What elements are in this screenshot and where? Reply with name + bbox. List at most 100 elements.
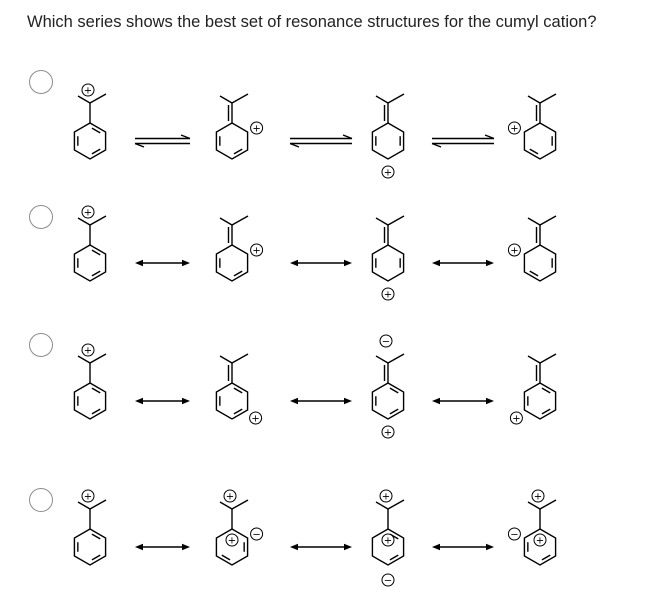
benzene-ring-bonds <box>215 122 249 160</box>
charge-symbol: − <box>252 530 260 541</box>
benzene-ring-bonds <box>371 122 405 160</box>
resonance-structure: + <box>73 205 107 282</box>
charge-symbol: − <box>510 530 518 541</box>
methyl-bond <box>219 95 233 104</box>
methyl-bond <box>387 215 405 226</box>
benzene-ring-bonds <box>371 244 405 282</box>
positive-charge-icon: + <box>381 533 395 547</box>
methyl-bond <box>231 353 249 364</box>
positive-charge-icon: + <box>381 287 395 301</box>
negative-charge-icon: − <box>379 334 393 348</box>
resonance-structure: + <box>371 93 405 179</box>
charge-symbol: + <box>252 246 260 257</box>
benzene-ring-bonds <box>215 528 249 566</box>
answer-option-1[interactable]: + + + + <box>0 66 661 206</box>
positive-charge-icon: + <box>81 83 95 97</box>
charge-symbol: + <box>251 414 259 425</box>
resonance-structure: + + − <box>371 489 405 587</box>
positive-charge-icon: + <box>379 489 393 503</box>
answer-option-4[interactable]: +++−++−++− <box>0 472 661 612</box>
charge-symbol: + <box>384 168 392 179</box>
methyl-bond <box>231 499 249 510</box>
positive-charge-icon: + <box>381 165 395 179</box>
charge-symbol: + <box>384 428 392 439</box>
charge-symbol: + <box>384 290 392 301</box>
charge-symbol: − <box>384 576 392 587</box>
ring-double-bond <box>91 408 101 415</box>
question-text: Which series shows the best set of reson… <box>27 13 597 31</box>
positive-charge-icon: + <box>250 243 264 257</box>
resonance-structure: −+ <box>371 334 405 439</box>
methyl-bond <box>387 93 405 104</box>
ring-double-bond <box>91 554 101 561</box>
methyl-bond <box>231 93 249 104</box>
resonance-structure: + <box>73 343 107 420</box>
ring-double-bond <box>91 127 101 134</box>
methyl-bond <box>527 217 541 226</box>
methyl-bond <box>527 95 541 104</box>
resonance-diagram-option-4: +++−++−++− <box>73 489 557 587</box>
methyl-bond <box>375 217 389 226</box>
methyl-bond <box>77 501 91 510</box>
methyl-bond <box>231 215 249 226</box>
methyl-bond <box>375 95 389 104</box>
methyl-bond <box>77 355 91 364</box>
ring-double-bond <box>91 270 101 277</box>
radio-button-option-3[interactable] <box>29 333 53 357</box>
benzene-ring-bonds <box>73 382 107 420</box>
ring-double-bond <box>91 387 101 394</box>
benzene-ring-bonds <box>523 244 557 282</box>
charge-symbol: + <box>228 536 236 547</box>
answer-option-3[interactable]: ++−++ <box>0 326 661 466</box>
benzene-ring-bonds <box>371 528 405 566</box>
ring-double-bond <box>233 387 243 394</box>
methyl-bond <box>77 95 91 104</box>
ring-double-bond <box>529 270 539 277</box>
negative-charge-icon: − <box>507 527 521 541</box>
methyl-bond <box>89 499 107 510</box>
benzene-ring-bonds <box>523 528 557 566</box>
ring-double-bond <box>541 554 551 561</box>
methyl-bond <box>387 353 405 364</box>
positive-charge-icon: + <box>509 411 523 425</box>
resonance-structure: + + − <box>507 489 557 566</box>
positive-charge-icon: + <box>533 533 547 547</box>
resonance-arrow-icon <box>432 543 494 551</box>
methyl-bond <box>89 215 107 226</box>
resonance-diagram-option-1: + + + + <box>73 83 557 179</box>
resonance-arrow-icon <box>290 543 352 551</box>
positive-charge-icon: + <box>381 425 395 439</box>
resonance-structure: + <box>73 489 107 566</box>
resonance-diagram-option-3: ++−++ <box>73 334 557 439</box>
radio-button-option-1[interactable] <box>29 70 53 94</box>
resonance-arrow-icon <box>135 397 190 405</box>
equilibrium-arrow-icon <box>431 134 495 148</box>
charge-symbol: + <box>510 124 518 135</box>
resonance-structure: ++− <box>215 489 264 566</box>
radio-button-option-4[interactable] <box>29 488 53 512</box>
resonance-structure: + <box>507 215 557 282</box>
negative-charge-icon: − <box>381 573 395 587</box>
resonance-structure: + <box>371 215 405 301</box>
benzene-ring-bonds <box>73 528 107 566</box>
positive-charge-icon: + <box>250 121 264 135</box>
ring-double-bond <box>541 408 551 415</box>
methyl-bond <box>89 353 107 364</box>
positive-charge-icon: + <box>507 121 521 135</box>
charge-symbol: + <box>534 492 542 503</box>
resonance-arrow-icon <box>432 397 494 405</box>
radio-button-option-2[interactable] <box>29 205 53 229</box>
positive-charge-icon: + <box>225 533 239 547</box>
methyl-bond <box>219 217 233 226</box>
charge-symbol: + <box>252 124 260 135</box>
methyl-bond <box>539 353 557 364</box>
resonance-arrow-icon <box>135 543 190 551</box>
methyl-bond <box>89 93 107 104</box>
positive-charge-icon: + <box>81 205 95 219</box>
charge-symbol: + <box>510 246 518 257</box>
ring-double-bond <box>389 554 399 561</box>
benzene-ring-bonds <box>73 244 107 282</box>
methyl-bond <box>527 501 541 510</box>
resonance-arrow-icon <box>432 259 494 267</box>
answer-option-2[interactable]: + + + + <box>0 188 661 328</box>
